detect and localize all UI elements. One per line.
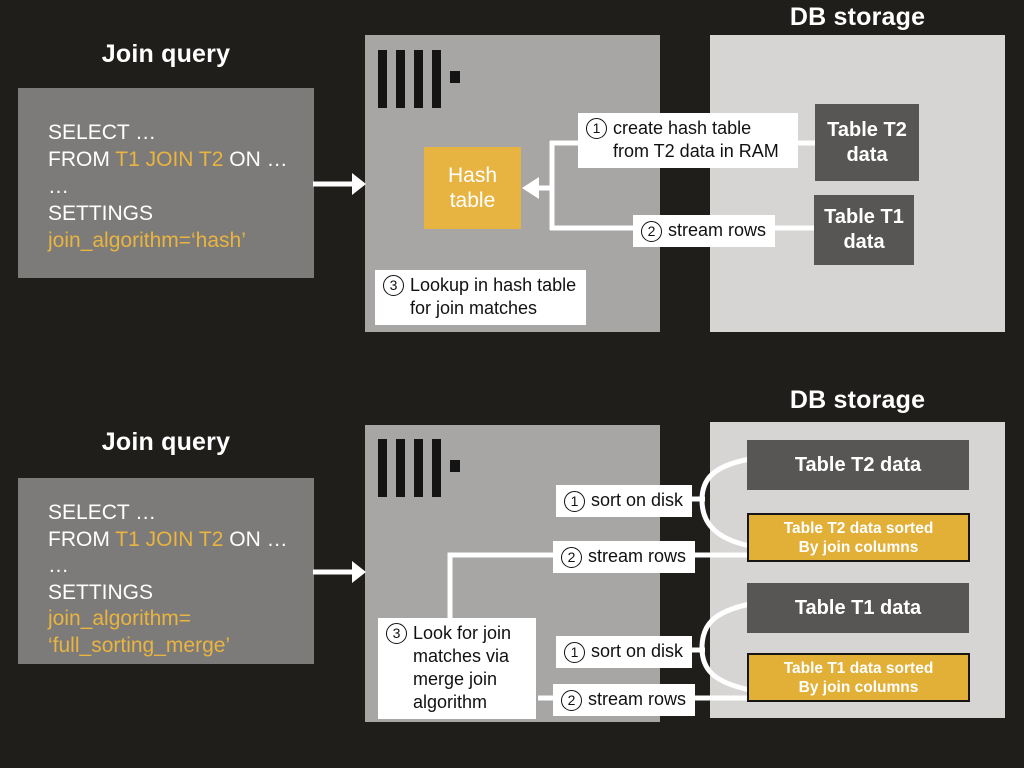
- hash-join-sql-text: SELECT … FROM T1 JOIN T2 ON … … SETTINGS…: [48, 119, 308, 254]
- step-number-icon: 3: [386, 623, 407, 644]
- step-label-create-hash-table: 1 create hash table from T2 data in RAM: [578, 113, 798, 168]
- table-t2-data-sorted-box: Table T2 data sorted By join columns: [747, 513, 970, 562]
- merge-join-query-box: SELECT … FROM T1 JOIN T2 ON … … SETTINGS…: [18, 478, 314, 664]
- table-t1-data-box: Table T1 data: [747, 583, 969, 633]
- step-number-icon: 2: [561, 689, 582, 711]
- sql-line-ellipsis: …: [48, 554, 69, 577]
- step-number-icon: 2: [561, 546, 582, 568]
- sql-line-select: SELECT …: [48, 121, 157, 144]
- step-text: Lookup in hash table for join matches: [410, 275, 577, 318]
- sql-line-algorithm: join_algorithm=‘hash’: [48, 229, 246, 252]
- step-number-icon: 3: [383, 275, 404, 296]
- hash-join-db-storage-box: [710, 35, 1005, 332]
- hash-table-box: Hash table: [424, 147, 521, 229]
- sql-line-from: FROM T1 JOIN T2 ON …: [48, 527, 288, 551]
- right-arrow-head-icon: [352, 173, 366, 195]
- sort-curve-t2: [699, 456, 751, 549]
- step-text: stream rows: [588, 689, 687, 709]
- step-text: sort on disk: [591, 490, 684, 510]
- table-t1-data-box: Table T1 data: [814, 195, 914, 265]
- merge-join-db-storage-title: DB storage: [789, 386, 926, 414]
- step-number-icon: 1: [564, 641, 585, 663]
- sql-line-select: SELECT …: [48, 501, 157, 524]
- step-label-stream-rows: 2 stream rows: [633, 215, 776, 247]
- step-number-icon: 2: [641, 220, 662, 242]
- sql-line-algorithm-value: ‘full_sorting_merge’: [48, 633, 231, 657]
- sort-curve-t1: [699, 601, 751, 693]
- step-label-stream-rows-t1: 2 stream rows: [553, 684, 696, 716]
- sql-line-from: FROM T1 JOIN T2 ON …: [48, 148, 288, 171]
- step-text: sort on disk: [591, 641, 684, 661]
- sql-line-algorithm: join_algorithm=: [48, 607, 192, 630]
- sql-line-ellipsis: …: [48, 175, 69, 198]
- left-arrow-head-icon: [522, 177, 539, 199]
- step-text: Look for join matches via merge join alg…: [413, 623, 512, 712]
- step-number-icon: 1: [564, 490, 585, 512]
- hash-join-query-box: SELECT … FROM T1 JOIN T2 ON … … SETTINGS…: [18, 88, 314, 278]
- step-text: stream rows: [588, 546, 687, 566]
- table-t2-data-box: Table T2 data: [815, 104, 919, 181]
- merge-join-sql-text: SELECT … FROM T1 JOIN T2 ON … … SETTINGS…: [48, 500, 310, 659]
- hash-join-db-storage-title: DB storage: [789, 3, 926, 31]
- sql-line-settings: SETTINGS: [48, 580, 154, 604]
- hash-table-label: Hash table: [447, 164, 498, 212]
- step-label-stream-rows-t2: 2 stream rows: [553, 541, 696, 573]
- step-label-sort-on-disk-t1: 1 sort on disk: [556, 636, 693, 668]
- step-label-sort-on-disk-t2: 1 sort on disk: [556, 485, 693, 517]
- clickhouse-logo-icon: [378, 439, 460, 497]
- merge-join-query-title: Join query: [101, 428, 231, 456]
- sql-line-settings: SETTINGS: [48, 202, 154, 225]
- step-text: stream rows: [668, 220, 767, 240]
- step-text: create hash table from T2 data in RAM: [613, 118, 779, 161]
- step-label-merge-join: 3 Look for join matches via merge join a…: [378, 618, 536, 719]
- right-arrow-head-icon: [352, 561, 366, 583]
- step-label-lookup-hash-table: 3 Lookup in hash table for join matches: [375, 270, 586, 325]
- clickhouse-logo-icon: [378, 50, 460, 108]
- table-t2-data-box: Table T2 data: [747, 440, 969, 490]
- step-number-icon: 1: [586, 118, 607, 139]
- table-t1-data-sorted-box: Table T1 data sorted By join columns: [747, 653, 970, 702]
- hash-join-query-title: Join query: [101, 40, 231, 68]
